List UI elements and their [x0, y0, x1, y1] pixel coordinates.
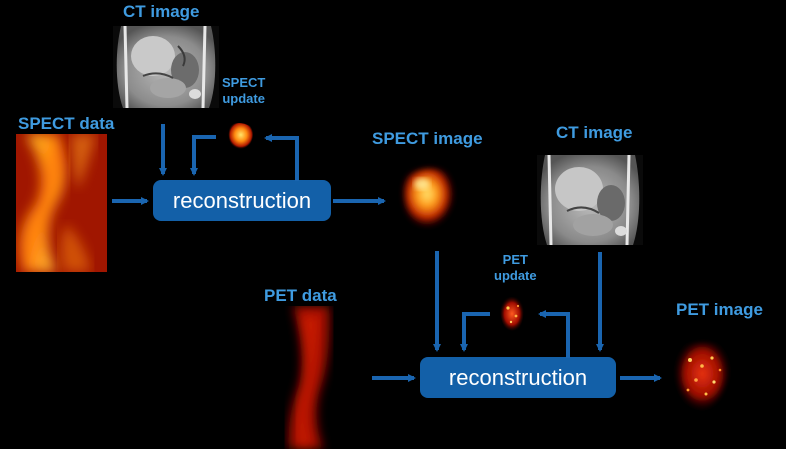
pet-update-line2: update: [494, 268, 537, 283]
spect-data-label: SPECT data: [18, 114, 115, 133]
spect-image-label: SPECT image: [372, 129, 483, 148]
spect-update-image: [228, 123, 253, 150]
spect-image: [403, 168, 456, 232]
pet-data-label: PET data: [264, 286, 337, 305]
ct-image-top-label: CT image: [123, 2, 200, 21]
spect-update-line2: update: [222, 91, 265, 106]
pet-data-image: [283, 306, 343, 449]
pet-update-line1: PET: [502, 252, 528, 267]
spect-data-image: [16, 134, 107, 272]
pet-image: [675, 342, 730, 412]
spect-update-line1: SPECT: [222, 75, 266, 90]
reconstruction-spect-block: reconstruction: [153, 180, 331, 221]
reconstruction-pet-block: reconstruction: [420, 357, 616, 398]
ct-image-top: [113, 26, 219, 108]
pet-update-image: [500, 297, 524, 331]
spect-update-label: SPECT update: [222, 75, 265, 107]
ct-image-right-label: CT image: [556, 123, 633, 142]
arrow-recon-to-pet-update: [538, 310, 570, 358]
pet-update-label: PET update: [494, 252, 537, 284]
pet-image-label: PET image: [676, 300, 763, 319]
arrow-recon-to-spect-update: [264, 134, 299, 181]
ct-image-right: [537, 155, 643, 245]
arrow-spect-update-to-recon: [190, 135, 216, 176]
arrow-pet-update-to-recon: [460, 312, 490, 352]
